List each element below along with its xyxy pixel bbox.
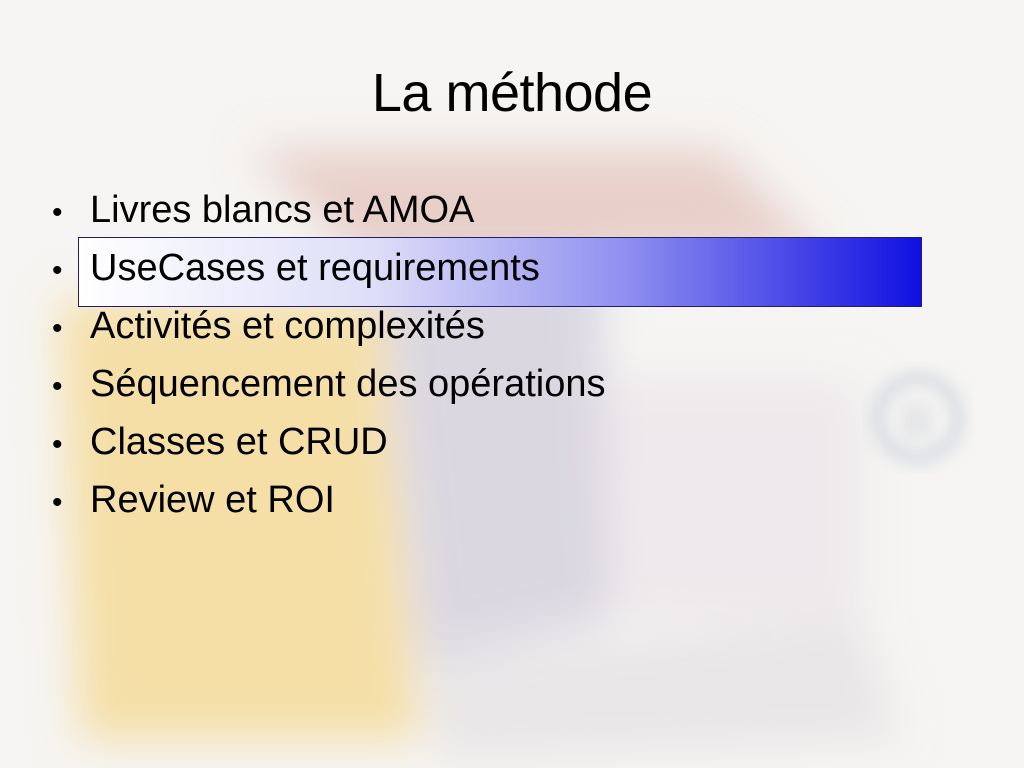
watermark-right-face bbox=[600, 380, 860, 620]
slide-title: La méthode bbox=[371, 63, 653, 123]
bullet-item: • Classes et CRUD bbox=[52, 416, 605, 474]
registered-mark-circle bbox=[873, 373, 963, 463]
selection-highlight-box bbox=[78, 237, 922, 307]
bullet-text: Livres blancs et AMOA bbox=[90, 189, 475, 231]
watermark-top-face bbox=[250, 150, 830, 260]
bullet-icon: • bbox=[52, 486, 63, 519]
bullet-icon: • bbox=[52, 370, 63, 403]
registered-mark-letter: R bbox=[900, 392, 936, 452]
bullet-icon: • bbox=[52, 428, 63, 461]
bullet-item-highlighted: • UseCases et requirements bbox=[52, 242, 605, 300]
bullet-text: Séquencement des opérations bbox=[90, 363, 606, 405]
watermark-center-face bbox=[380, 260, 610, 660]
bullet-icon: • bbox=[52, 254, 63, 287]
bullet-text: Review et ROI bbox=[90, 479, 335, 521]
bullet-item: • Livres blancs et AMOA bbox=[52, 184, 605, 242]
bullet-list: • Livres blancs et AMOA • UseCases et requ… bbox=[52, 184, 605, 532]
bullet-icon: • bbox=[52, 312, 63, 345]
bullet-text: Activités et complexités bbox=[90, 305, 485, 347]
bullet-item: • Review et ROI bbox=[52, 474, 605, 532]
bullet-item: • Activités et complexités bbox=[52, 300, 605, 358]
bullet-icon: • bbox=[52, 196, 63, 229]
watermark-bottom-shadow bbox=[420, 620, 900, 760]
bullet-text: UseCases et requirements bbox=[90, 247, 540, 289]
watermark-left-face bbox=[60, 300, 420, 740]
bullet-text: Classes et CRUD bbox=[90, 421, 388, 463]
bullet-item: • Séquencement des opérations bbox=[52, 358, 605, 416]
